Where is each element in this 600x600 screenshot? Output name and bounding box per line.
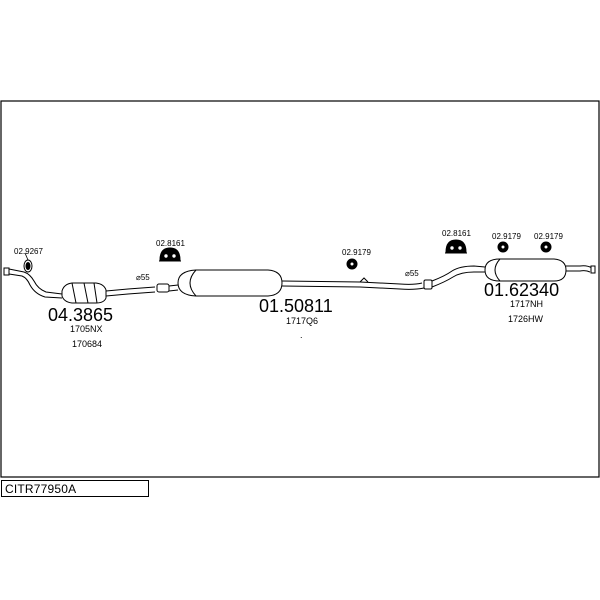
part-ref-rear: 01.62340 [484,280,559,300]
part-sub-middle: 1717Q6 [286,316,318,326]
middle-silencer-assembly [156,269,425,297]
fitting-f5-nut-icon [497,241,509,253]
fitting-f4-hanger-icon [445,239,467,254]
middle-pipe [281,280,423,285]
middle-silencer-body [177,269,283,297]
part-ref-middle: 01.50811 [259,296,333,316]
fitting-f5-label: 02.9179 [492,232,521,241]
part-ref-catalyst: 04.3865 [48,305,113,325]
fitting-f6-label: 02.9179 [534,232,563,241]
fitting-f2-hanger-icon [159,247,181,262]
front-flange [3,267,10,276]
part-sub-rear-2: 1726HW [508,314,544,324]
rear-silencer-assembly [423,258,596,290]
joint-clamp-rear [423,279,433,290]
joint-clamp-front [156,283,170,293]
fitting-f1-label: 02.9267 [14,247,43,256]
stray-dot-mark: . [300,330,303,340]
fitting-f3-label: 02.9179 [342,248,371,257]
catalyst-body [61,282,107,304]
fitting-f3-nut-icon [346,258,358,270]
pipe-mark-rear: ⌀55 [405,269,419,278]
fitting-f4-label: 02.8161 [442,229,471,238]
front-catalyst-assembly [3,267,156,304]
part-sub-catalyst-2: 170684 [72,339,102,349]
diagram-title-box: CITR77950A [1,480,149,497]
inlet-pipe [8,268,63,295]
pipe-mark-front: ⌀55 [136,273,150,282]
diagram-frame [0,100,600,478]
fitting-f2-label: 02.8161 [156,239,185,248]
tail-pipe-end [590,265,596,274]
part-sub-rear-1: 1717NH [510,299,543,309]
rear-silencer-body [484,258,567,282]
part-sub-catalyst-1: 1705NX [70,324,103,334]
fitting-f1-bolt-icon [23,259,33,273]
diagram-title: CITR77950A [5,482,77,496]
fitting-f6-nut-icon [540,241,552,253]
